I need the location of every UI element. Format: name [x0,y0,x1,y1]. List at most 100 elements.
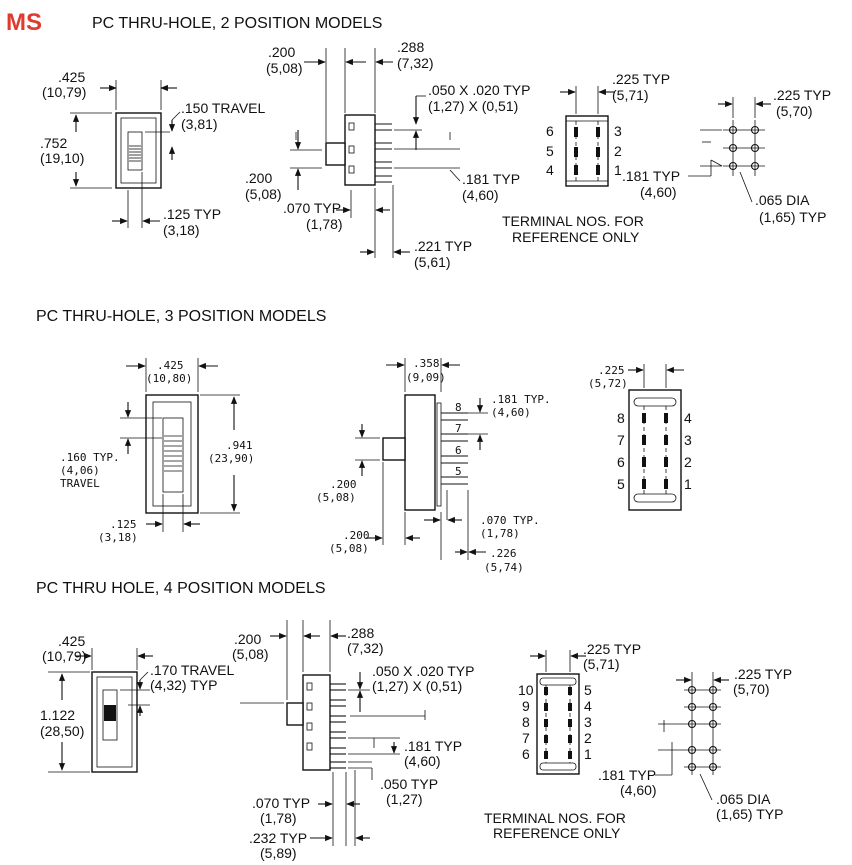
terminal-3pos-r1: 4 [684,410,692,426]
dim-3pos-pin-spacing-mm: (4,60) [491,406,531,419]
dim-2pos-pin-spacing: .181 TYP [462,171,520,187]
drawing-3pos-footprint [628,364,684,511]
dim-2pos-width-mm: (10,79) [42,84,86,100]
dim-4pos-width: .425 [58,633,85,649]
dim-2pos-hole-pitch: .225 TYP [773,87,831,103]
drawing-4pos-holes [655,672,729,801]
dim-2pos-height: .752 [40,135,67,151]
dim-2pos-actuator-height-mm: (5,08) [266,60,303,76]
dim-4pos-body-depth-mm: (7,32) [347,640,384,656]
note-2pos-line2: REFERENCE ONLY [512,229,640,245]
dim-4pos-footprint-width: .225 TYP [583,641,641,657]
dim-2pos-hole-pitch-mm: (5,70) [776,103,813,119]
terminal-4pos-l5: 6 [522,746,530,762]
dim-2pos-hole-spacing-mm: (4,60) [640,184,677,200]
dim-4pos-pin-spacing: .181 TYP [404,738,462,754]
dim-4pos-hole-pitch: .225 TYP [734,666,792,682]
terminal-4pos-r4: 2 [584,730,592,746]
dim-2pos-pin-spacing-mm: (4,60) [462,187,499,203]
terminal-3pos-l2: 7 [617,432,625,448]
terminal-3pos-r3: 2 [684,454,692,470]
dim-4pos-travel-mm: (4,32) TYP [150,677,217,693]
dim-2pos-footprint-width-mm: (5,71) [612,87,649,103]
dim-3pos-height: .941 [226,439,253,452]
dim-3pos-body-depth: .358 [413,357,440,370]
terminal-3pos-l1: 8 [617,410,625,426]
dim-2pos-pin-length: .221 TYP [414,238,472,254]
dim-2pos-pin: .050 X .020 TYP [428,82,530,98]
dim-2pos-width: .425 [58,69,85,85]
drawing-3pos-side [355,358,488,560]
note-2pos-line1: TERMINAL NOS. FOR [502,213,644,229]
dim-3pos-pin-length-mm: (5,74) [484,561,524,574]
dim-4pos-hole-pitch-mm: (5,70) [733,681,770,697]
dim-3pos-body-depth-mm: (9,09) [406,371,446,384]
terminal-3pos-r2: 3 [684,432,692,448]
side-3pos-num-4: 5 [455,465,462,478]
terminal-4pos-l1: 10 [518,682,534,698]
drawing-2pos-footprint [560,86,615,187]
dim-2pos-pin-mm: (1,27) X (0,51) [428,98,518,114]
dim-2pos-hole-spacing: .181 TYP [622,168,680,184]
terminal-4pos-r3: 3 [584,714,592,730]
side-3pos-num-2: 7 [455,422,462,435]
terminal-3pos-r4: 1 [684,476,692,492]
terminal-2pos-r3: 1 [614,162,622,178]
drawing-4pos-side [240,620,426,846]
terminal-2pos-l3: 4 [546,162,554,178]
side-3pos-num-3: 6 [455,444,462,457]
dim-4pos-height-mm: (28,50) [40,723,84,739]
terminal-4pos-l3: 8 [522,714,530,730]
dim-3pos-pin-pitch-mm: (1,78) [480,527,520,540]
terminal-3pos-l4: 5 [617,476,625,492]
dim-3pos-travel-label: TRAVEL [60,477,100,490]
drawing-4pos-footprint [530,650,586,775]
dim-2pos-pin-pitch: .070 TYP [283,200,341,216]
dim-4pos-hole-spacing: .181 TYP [598,767,656,783]
note-4pos-line2: REFERENCE ONLY [493,825,621,841]
dim-4pos-width-mm: (10,79) [42,648,86,664]
brand-label: MS [6,9,42,36]
terminal-2pos-l1: 6 [546,123,554,139]
dim-3pos-travel: .160 TYP. [60,451,120,464]
dim-4pos-pin-length: .232 TYP [249,830,307,846]
dim-2pos-hole-dia-mm: (1,65) TYP [759,209,826,225]
section-title-4pos: PC THRU HOLE, 4 POSITION MODELS [36,580,326,597]
dim-2pos-travel-mm: (3,81) [181,116,218,132]
terminal-4pos-r2: 4 [584,698,592,714]
terminal-2pos-r1: 3 [614,123,622,139]
dim-2pos-pin-length-mm: (5,61) [414,254,451,270]
dim-4pos-pin-length-mm: (5,89) [260,845,297,861]
dim-3pos-pin-pitch: .070 TYP. [480,514,540,527]
dim-4pos-hole-dia-mm: (1,65) TYP [716,806,783,822]
drawing-3pos-front [120,358,240,532]
terminal-3pos-l3: 6 [617,454,625,470]
terminal-4pos-r1: 5 [584,682,592,698]
dim-2pos-actuator-height: .200 [268,44,295,60]
dim-3pos-width-mm: (10,80) [146,372,192,385]
terminal-2pos-l2: 5 [546,143,554,159]
dim-4pos-travel: .170 TRAVEL [150,662,235,678]
dim-4pos-hole-dia: .065 DIA [716,791,771,807]
note-4pos-line1: TERMINAL NOS. FOR [484,810,626,826]
dim-2pos-hole-dia: .065 DIA [755,192,810,208]
dim-4pos-actuator-height: .200 [234,631,261,647]
dim-3pos-pin-spacing: .181 TYP. [491,393,551,406]
dim-3pos-actuator: .125 [110,518,137,531]
dim-3pos-footprint-width: .225 [598,364,625,377]
dim-4pos-pin-width-mm: (1,27) [386,791,423,807]
section-title-2pos: PC THRU-HOLE, 2 POSITION MODELS [92,15,382,32]
terminal-4pos-l4: 7 [522,730,530,746]
dim-4pos-pin-mm: (1,27) X (0,51) [372,678,462,694]
dim-2pos-height-mm: (19,10) [40,150,84,166]
dim-4pos-footprint-width-mm: (5,71) [583,656,620,672]
terminal-4pos-r5: 1 [584,746,592,762]
dim-4pos-pin-pitch-mm: (1,78) [260,810,297,826]
dim-3pos-actuator-width: .200 [330,478,357,491]
dim-3pos-width: .425 [157,359,184,372]
terminal-4pos-l2: 9 [522,698,530,714]
dim-4pos-height: 1.122 [40,707,75,723]
dim-2pos-actuator-mm: (3,18) [163,222,200,238]
dim-4pos-pin-spacing-mm: (4,60) [404,753,441,769]
dim-2pos-body-depth-mm: (7,32) [397,55,434,71]
